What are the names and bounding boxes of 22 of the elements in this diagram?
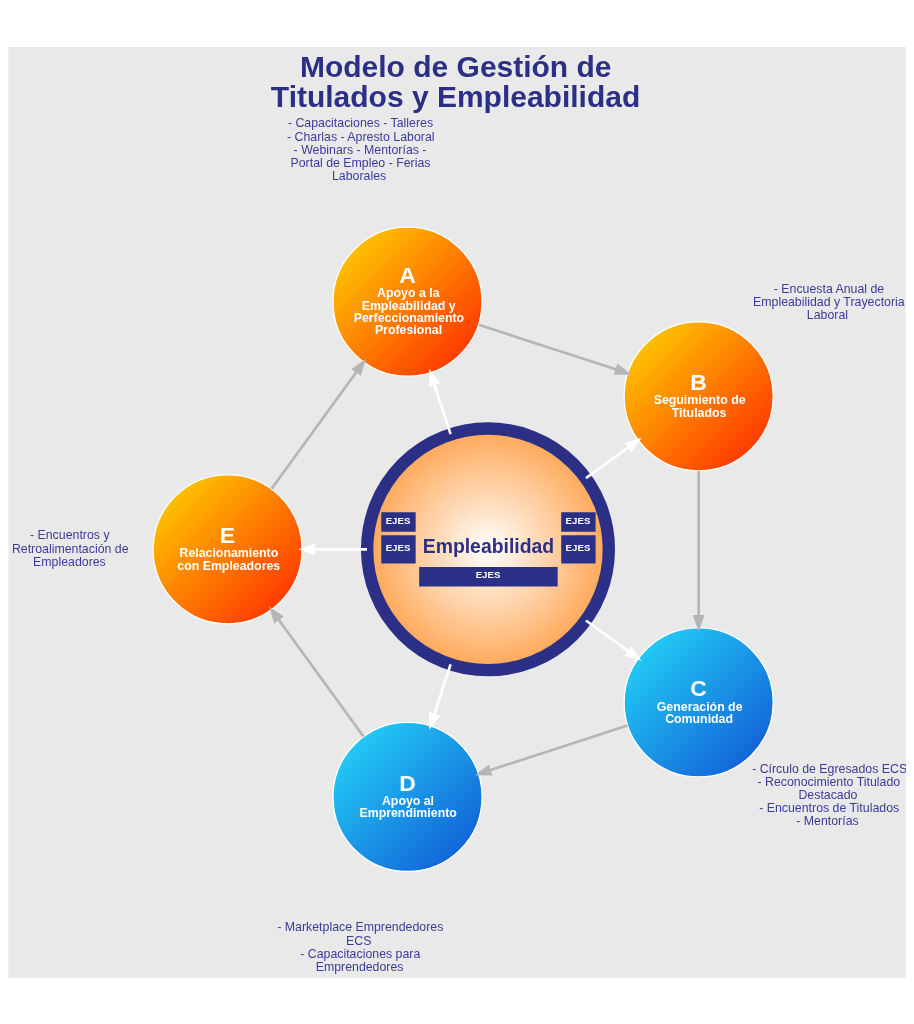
node-circle: EJES EJES EJES Empleabilidad EJES EJES: [360, 421, 615, 676]
arrow: [270, 358, 366, 489]
node-circle: D Apoyo al Emprendimiento: [332, 721, 483, 872]
node-label: - Encuentros de Titulados: [759, 800, 900, 815]
node-label: - Encuesta Anual de Empleabilidad y Trayectoria Laboral: [753, 281, 905, 322]
node-label: - Capacitaciones para Emprendedores: [300, 946, 421, 974]
arrow: [692, 470, 705, 632]
arrow: [585, 437, 642, 479]
arrow: [428, 368, 452, 435]
arrow: [478, 323, 632, 375]
node-label: - Marketplace Emprendedores ECS: [277, 919, 444, 948]
node-label: - Reconocimiento Titulado Destacado: [757, 774, 901, 802]
node-label: - Mentorías: [796, 813, 859, 828]
diagram-title: Modelo de Gestión de Titulados y Empleabilidad: [270, 49, 641, 113]
arrow: [298, 542, 367, 555]
node-label: - Capacitaciones - Talleres - Charlas - Apresto Laboral - Webinars - Mentorías - Portal de Empleo - Ferias Laborales: [287, 115, 435, 183]
arrow: [474, 723, 628, 776]
arrow: [585, 618, 642, 661]
arrow: [428, 663, 452, 730]
node-label: - Círculo de Egresados ECS: [752, 761, 908, 776]
node-label: - Encuentros y Retroalimentación de Empleadores: [11, 527, 129, 569]
arrow: [269, 605, 365, 737]
